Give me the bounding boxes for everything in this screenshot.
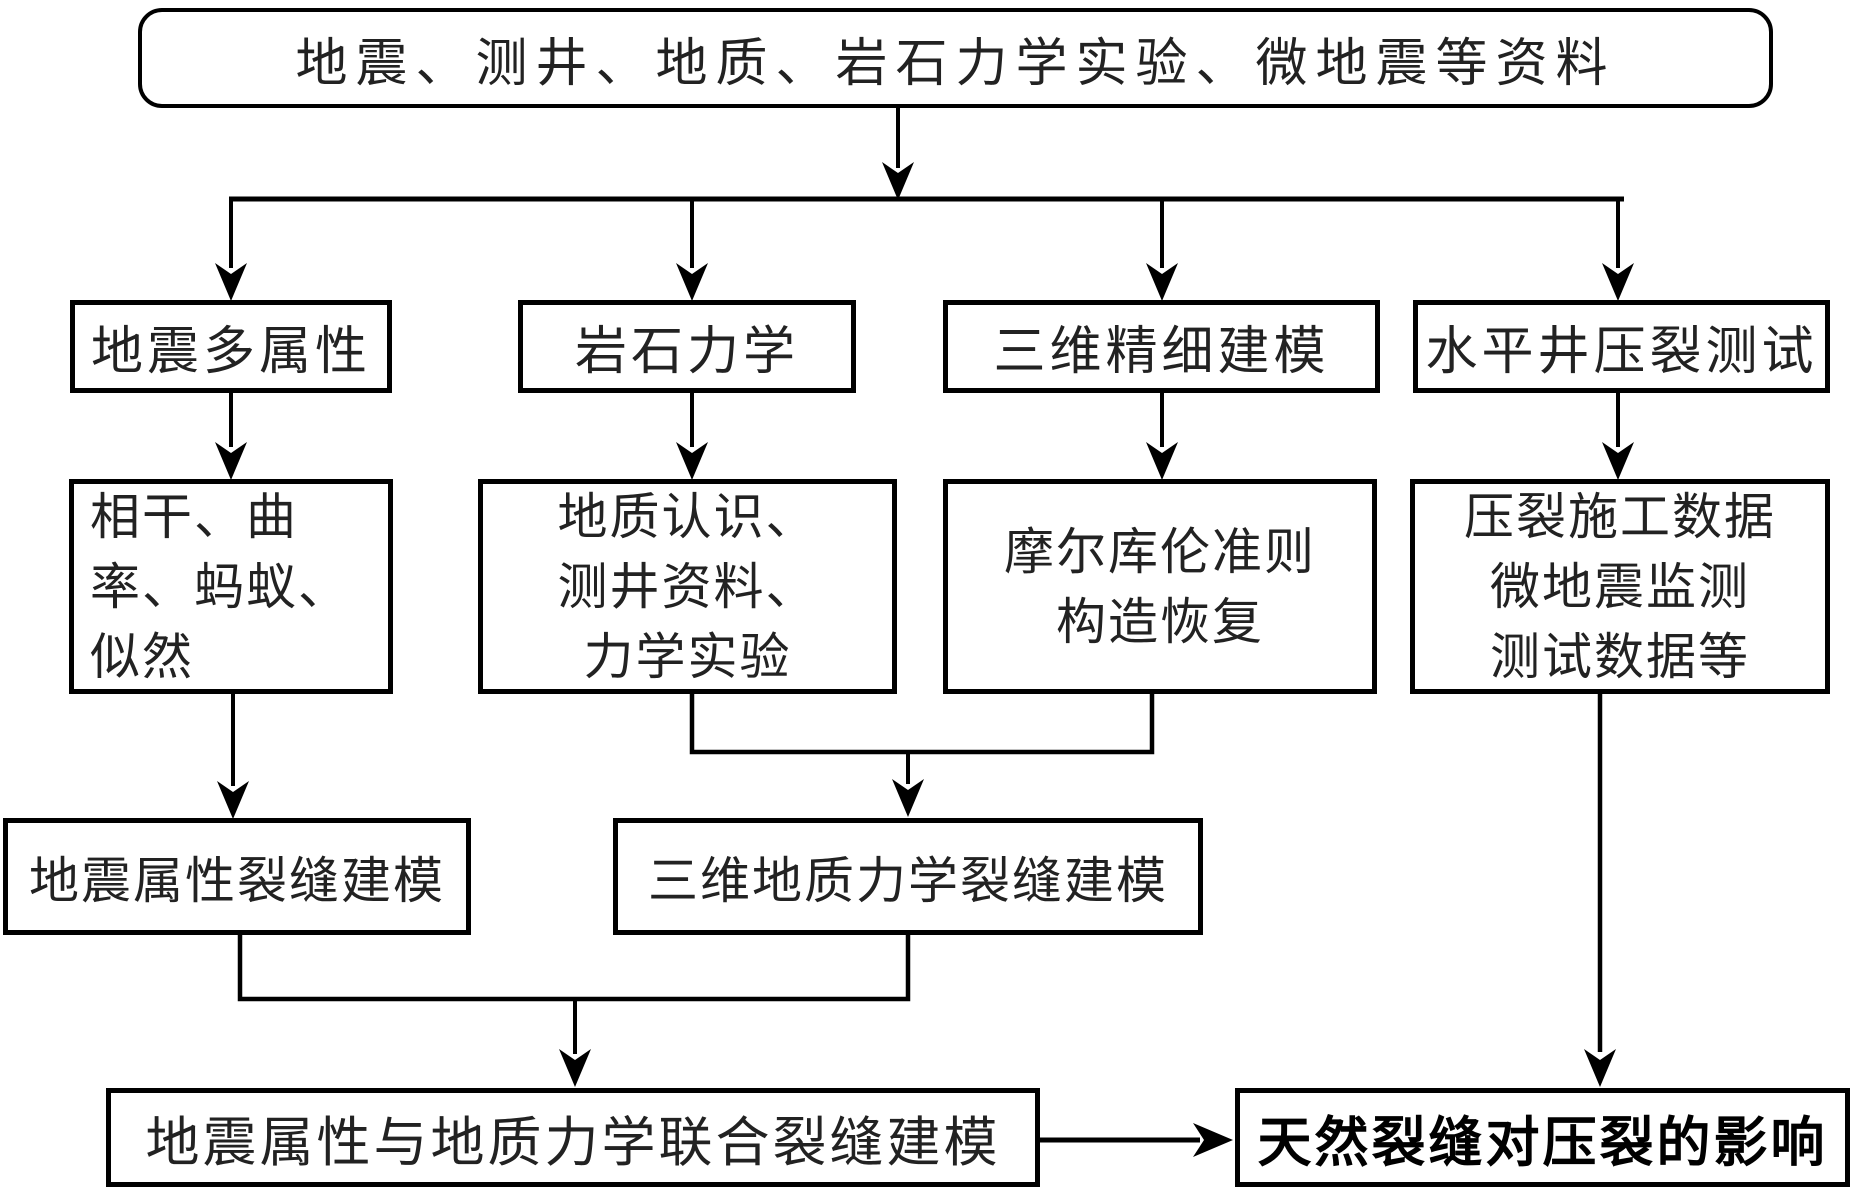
node-natural-fracture-impact: 天然裂缝对压裂的影响 <box>1235 1088 1850 1187</box>
node-geomechanics-3d-fracture-model: 三维地质力学裂缝建模 <box>613 818 1203 935</box>
node-geology-logging-mechanics-label: 地质认识、 测井资料、 力学实验 <box>557 488 818 685</box>
merge-geology-mohr-to-geomech-model <box>689 694 1155 817</box>
node-coherence-curvature-ant-likelihood: 相干、曲 率、蚂蚁、 似然 <box>69 479 393 694</box>
node-natural-fracture-impact-label: 天然裂缝对压裂的影响 <box>1257 1113 1828 1173</box>
node-geomechanics-3d-fracture-model-label: 三维地质力学裂缝建模 <box>648 852 1168 909</box>
node-geology-logging-mechanics: 地质认识、 测井资料、 力学实验 <box>478 479 897 694</box>
node-mohr-coulomb-restoration-label: 摩尔库伦准则 构造恢复 <box>1004 523 1316 650</box>
node-mohr-coulomb-restoration: 摩尔库伦准则 构造恢复 <box>943 479 1377 694</box>
node-seismic-attribute-fracture-model: 地震属性裂缝建模 <box>3 818 471 935</box>
node-horizontal-well-frac-test: 水平井压裂测试 <box>1413 300 1830 393</box>
node-horizontal-well-frac-test-label: 水平井压裂测试 <box>1425 324 1818 381</box>
arrow-distribution-to-horizontal-well-frac-test <box>1602 199 1634 301</box>
node-seismic-attribute-fracture-model-label: 地震属性裂缝建模 <box>29 852 445 909</box>
arrow-distribution-to-seismic-multi-attribute <box>215 199 247 301</box>
node-rock-mechanics-label: 岩石力学 <box>574 324 799 381</box>
arrow-source-to-distribution <box>882 106 914 200</box>
arrow-attributes-to-seismic-fracture-model <box>217 694 249 819</box>
arrow-distribution-to-rock-mechanics <box>676 199 708 301</box>
node-joint-fracture-model-label: 地震属性与地质力学联合裂缝建模 <box>145 1113 1001 1173</box>
arrow-rock-mechanics-to-geology <box>676 393 708 480</box>
arrow-distribution-to-fine-3d-modeling <box>1146 199 1178 301</box>
node-fine-3d-modeling: 三维精细建模 <box>943 300 1380 393</box>
node-frac-job-microseismic-data: 压裂施工数据 微地震监测 测试数据等 <box>1410 479 1830 694</box>
node-seismic-multi-attribute-label: 地震多属性 <box>90 324 371 381</box>
merge-models-to-joint-model <box>237 935 911 1087</box>
node-source-data: 地震、测井、地质、岩石力学实验、微地震等资料 <box>138 8 1773 108</box>
node-fine-3d-modeling-label: 三维精细建模 <box>993 324 1330 381</box>
arrow-frac-test-to-frac-job-data <box>1602 393 1634 480</box>
node-frac-job-microseismic-data-label: 压裂施工数据 微地震监测 测试数据等 <box>1464 488 1776 685</box>
node-source-data-label: 地震、测井、地质、岩石力学实验、微地震等资料 <box>295 35 1616 93</box>
arrow-frac-job-data-to-impact <box>1584 694 1616 1087</box>
arrow-seismic-multi-attribute-to-attributes <box>215 393 247 480</box>
node-joint-fracture-model: 地震属性与地质力学联合裂缝建模 <box>106 1088 1040 1187</box>
node-seismic-multi-attribute: 地震多属性 <box>70 300 392 393</box>
node-rock-mechanics: 岩石力学 <box>518 300 856 393</box>
arrow-fine-3d-to-mohr-coulomb <box>1146 393 1178 480</box>
node-coherence-curvature-ant-likelihood-label: 相干、曲 率、蚂蚁、 似然 <box>90 488 350 685</box>
arrow-joint-model-to-impact <box>1040 1123 1233 1157</box>
